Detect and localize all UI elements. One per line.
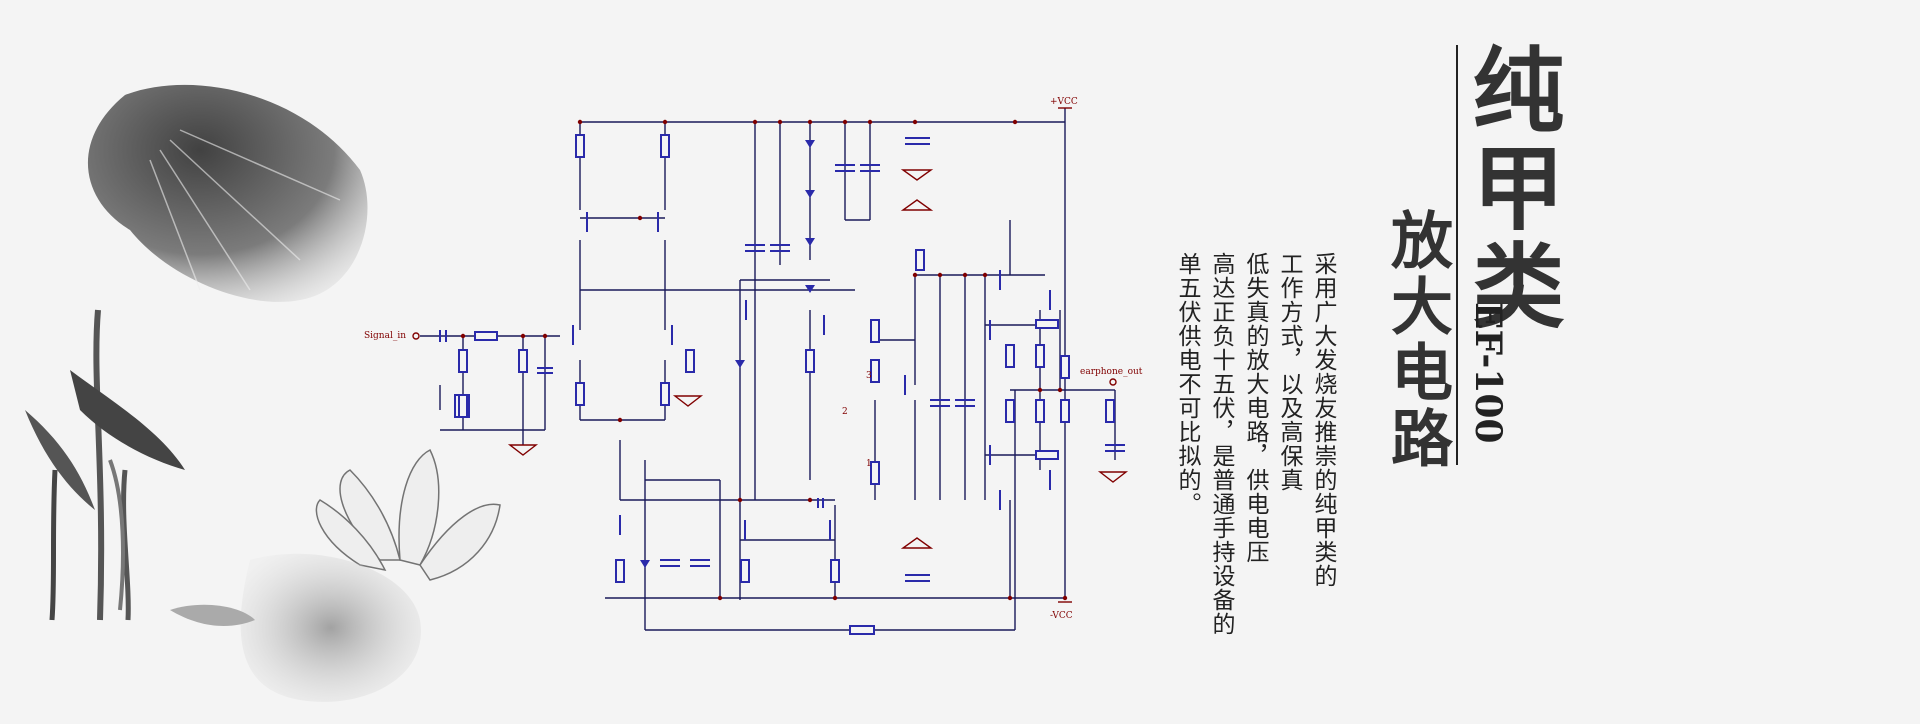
- description-line: 工作方式，以及高保真: [1276, 252, 1302, 492]
- earphone-out-label: earphone_out: [1080, 367, 1143, 377]
- sub-title: 放大电路: [1380, 208, 1453, 472]
- model-number: EF-100: [1467, 302, 1509, 444]
- vcc-negative-label: -VCC: [1050, 611, 1073, 621]
- main-title: 纯甲类: [1457, 42, 1565, 336]
- lotus-ink-painting: [25, 84, 501, 702]
- signal-in-label: Signal_in: [364, 331, 406, 341]
- pin-3-label: 3: [866, 371, 872, 381]
- description-block: 采用广大发烧友推崇的纯甲类的 工作方式，以及高保真 低失真的放大电路，供电电压 …: [1168, 252, 1338, 652]
- title-divider: [1456, 45, 1458, 465]
- pin-1-label: 1: [866, 459, 872, 469]
- description-line: 单五伏供电不可比拟的。: [1174, 252, 1200, 516]
- vcc-positive-label: +VCC: [1050, 97, 1078, 107]
- description-line: 低失真的放大电路，供电电压: [1242, 252, 1268, 564]
- description-line: 采用广大发烧友推崇的纯甲类的: [1310, 252, 1336, 588]
- description-line: 高达正负十五伏，是普通手持设备的: [1208, 252, 1234, 636]
- pin-2-label: 2: [842, 407, 848, 417]
